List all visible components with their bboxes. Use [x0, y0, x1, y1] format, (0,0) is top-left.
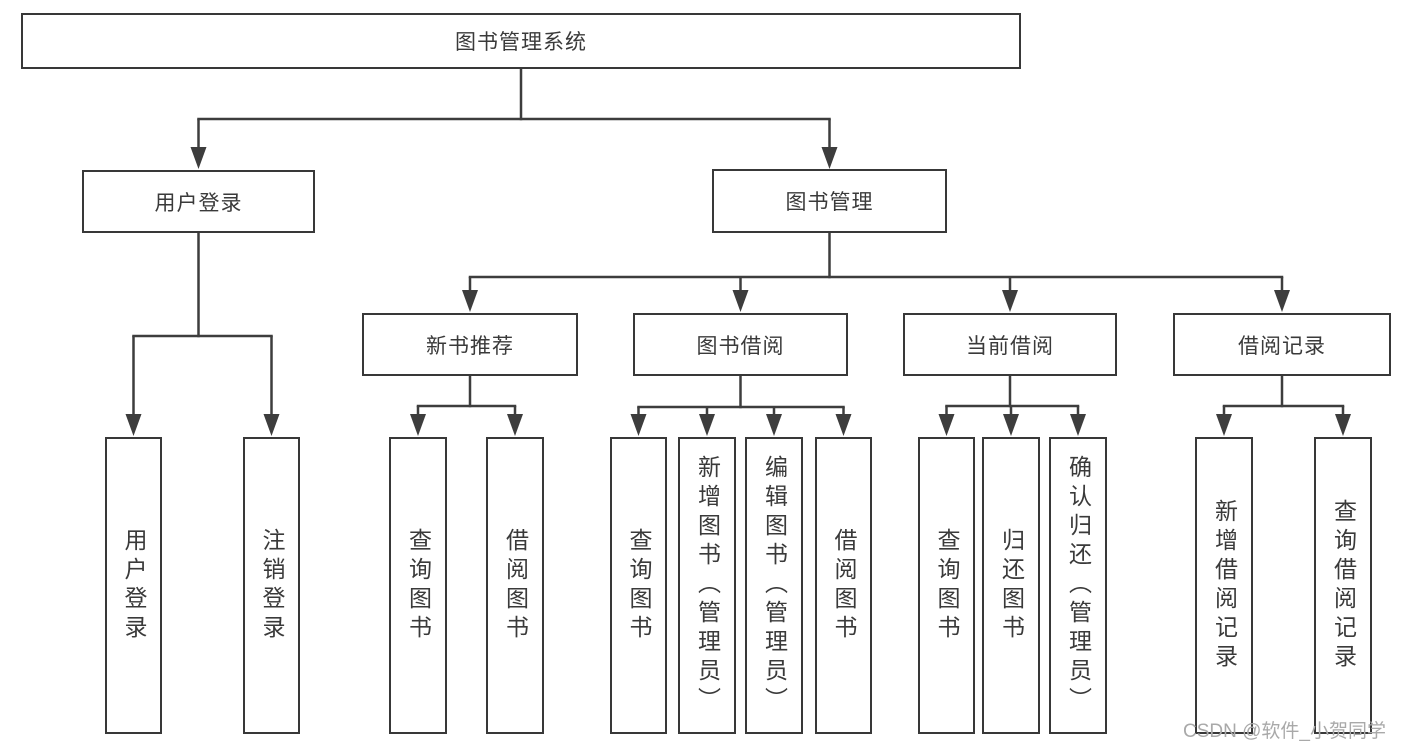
leaf-user-login: 用户登录 — [105, 437, 162, 734]
node-label: 新增借阅记录 — [1211, 498, 1238, 673]
connector-new-book-recommendation-to-leaves — [410, 375, 523, 436]
node-new-book-recommendation: 新书推荐 — [362, 313, 578, 376]
connector-current-borrowing-to-leaves — [938, 375, 1086, 436]
node-label: 编辑图书（管理员） — [761, 455, 788, 716]
leaf-borrow-books-recommend: 借阅图书 — [486, 437, 544, 734]
node-label: 图书管理 — [785, 191, 874, 214]
leaf-add-borrow-record: 新增借阅记录 — [1195, 437, 1253, 734]
node-label: 归还图书 — [998, 527, 1025, 644]
arrowhead-icon — [1002, 290, 1018, 312]
node-label: 新增图书（管理员） — [694, 455, 721, 716]
node-label: 图书管理系统 — [455, 31, 587, 54]
node-label: 新书推荐 — [426, 334, 514, 358]
node-label: 当前借阅 — [966, 334, 1054, 358]
arrowhead-icon — [699, 414, 715, 436]
arrowhead-icon — [835, 414, 852, 436]
node-label: 图书借阅 — [696, 334, 785, 358]
connector-borrowing-records-to-leaves — [1216, 375, 1351, 436]
leaf-query-borrow-record: 查询借阅记录 — [1314, 437, 1372, 734]
connector-book-management-to-level3 — [462, 231, 1290, 312]
arrowhead-icon — [1003, 414, 1019, 436]
leaf-query-books-recommend: 查询图书 — [389, 437, 447, 734]
node-label: 用户登录 — [154, 191, 243, 215]
leaf-add-books-admin: 新增图书（管理员） — [678, 437, 736, 734]
arrowhead-icon — [1216, 414, 1232, 436]
leaf-borrow-books-borrowing: 借阅图书 — [815, 437, 872, 734]
node-label: 注销登录 — [259, 527, 285, 644]
node-label: 查询图书 — [405, 527, 432, 644]
node-label: 查询借阅记录 — [1330, 498, 1357, 673]
node-label: 查询图书 — [626, 527, 652, 644]
arrowhead-icon — [766, 414, 782, 436]
arrowhead-icon — [630, 414, 647, 436]
node-label: 借阅图书 — [502, 527, 529, 644]
leaf-query-books-current: 查询图书 — [918, 437, 975, 734]
connector-root-to-level2 — [190, 69, 838, 169]
node-label: 用户登录 — [121, 527, 147, 644]
arrowhead-icon — [938, 414, 955, 436]
node-label: 借阅记录 — [1238, 334, 1326, 358]
arrowhead-icon — [190, 147, 207, 169]
leaf-confirm-return-admin: 确认归还（管理员） — [1049, 437, 1107, 734]
arrowhead-icon — [1070, 414, 1086, 436]
leaf-edit-books-admin: 编辑图书（管理员） — [745, 437, 803, 734]
node-label: 查询图书 — [934, 527, 960, 644]
node-borrowing-records: 借阅记录 — [1173, 313, 1391, 376]
csdn-watermark: CSDN @软件_小贺同学 — [1183, 721, 1386, 742]
arrowhead-icon — [821, 147, 838, 169]
arrowhead-icon — [507, 414, 523, 436]
node-label: 借阅图书 — [831, 527, 857, 644]
node-library-system: 图书管理系统 — [21, 13, 1021, 69]
arrowhead-icon — [410, 414, 426, 436]
connector-user-login-to-leaves — [125, 232, 280, 436]
arrowhead-icon — [1335, 414, 1351, 436]
node-book-borrowing: 图书借阅 — [633, 313, 848, 376]
leaf-return-books: 归还图书 — [982, 437, 1040, 734]
node-user-login: 用户登录 — [82, 170, 315, 233]
arrowhead-icon — [1274, 290, 1290, 312]
node-book-management: 图书管理 — [712, 169, 947, 233]
arrowhead-icon — [732, 290, 749, 312]
arrowhead-icon — [462, 290, 478, 312]
node-current-borrowing: 当前借阅 — [903, 313, 1117, 376]
connector-book-borrowing-to-leaves — [630, 375, 852, 436]
arrowhead-icon — [263, 414, 280, 436]
arrowhead-icon — [125, 414, 142, 436]
leaf-query-books-borrowing: 查询图书 — [610, 437, 667, 734]
node-label: 确认归还（管理员） — [1065, 455, 1092, 716]
leaf-logout: 注销登录 — [243, 437, 300, 734]
